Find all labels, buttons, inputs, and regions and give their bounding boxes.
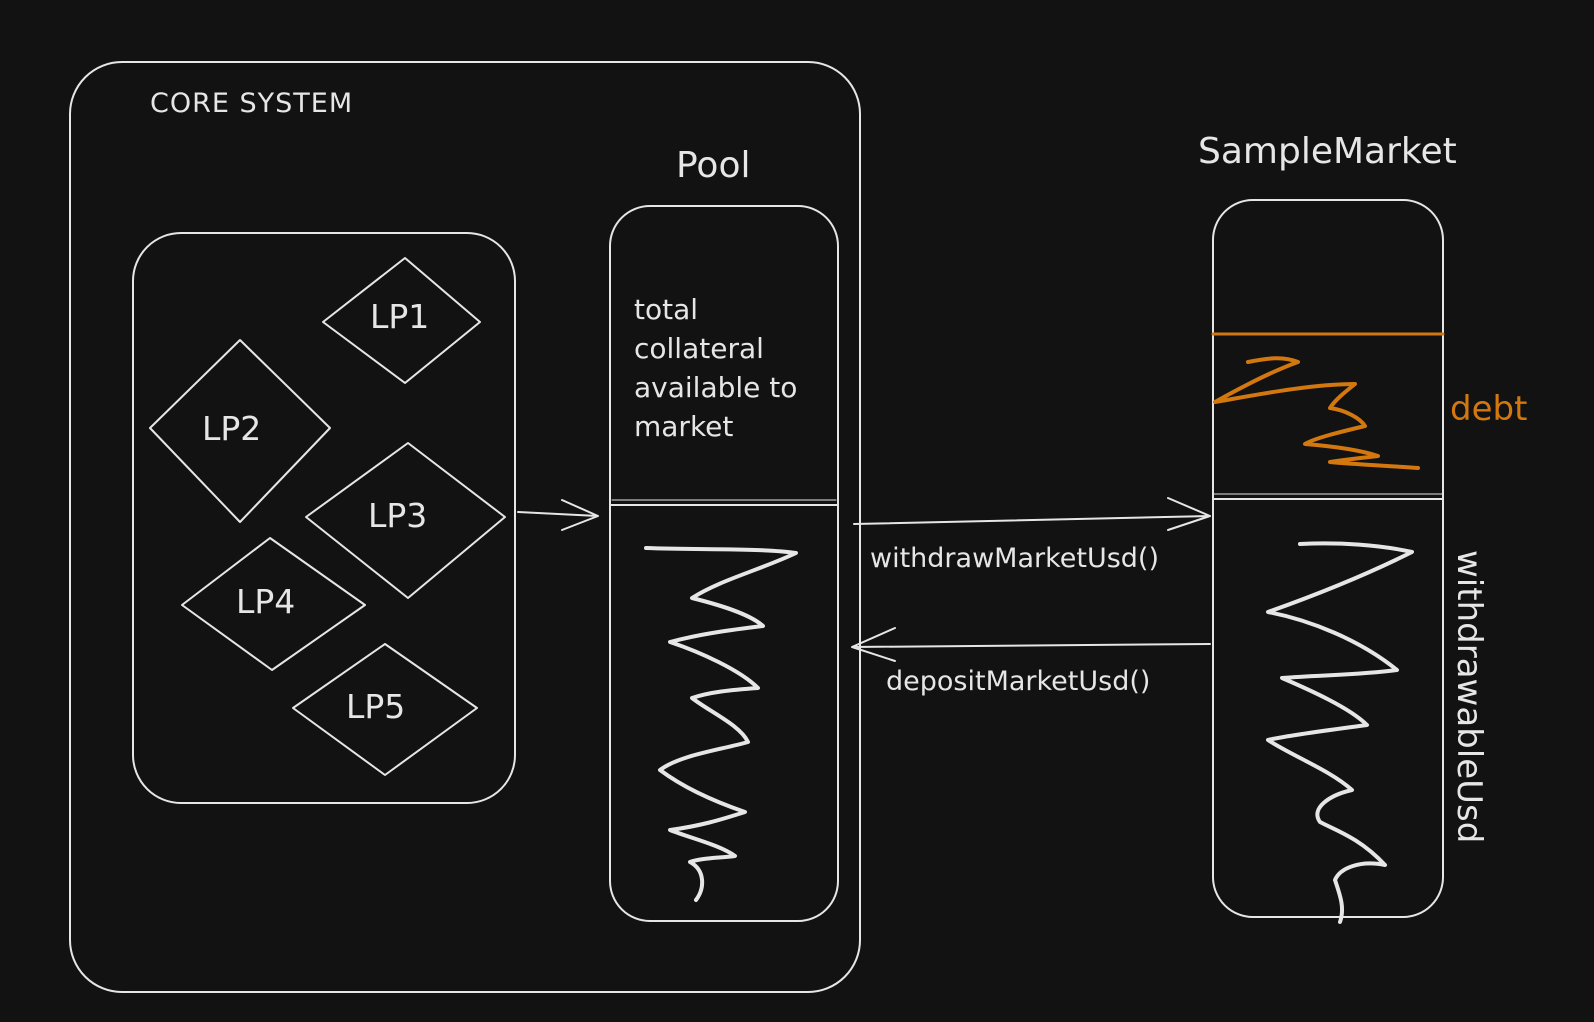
lp2-diamond <box>149 339 331 523</box>
lp-group-box <box>132 232 516 804</box>
market-box <box>1212 199 1444 918</box>
deposit-function-label: depositMarketUsd() <box>886 666 1151 697</box>
deposit-arrow <box>851 627 1211 662</box>
market-fill-scribble <box>1266 541 1414 924</box>
pool-box <box>609 205 839 922</box>
lp1-diamond <box>322 257 481 384</box>
lp4-label: LP4 <box>236 582 296 621</box>
lp3-diamond <box>305 442 506 599</box>
lp-to-pool-arrow <box>517 499 599 531</box>
withdraw-arrow <box>853 497 1211 531</box>
withdraw-function-label: withdrawMarketUsd() <box>870 543 1159 574</box>
pool-description: total collateral available to market <box>634 293 798 443</box>
core-system-title: CORE SYSTEM <box>150 88 354 119</box>
pool-title: Pool <box>676 145 751 186</box>
lp3-label: LP3 <box>368 496 428 535</box>
lp2-label: LP2 <box>202 409 262 448</box>
core-system-box <box>69 61 861 993</box>
withdrawable-label: withdrawableUsd <box>1449 550 1489 844</box>
lp4-diamond <box>181 537 366 671</box>
lp5-label: LP5 <box>346 687 406 726</box>
lp5-diamond <box>292 643 478 776</box>
market-title: SampleMarket <box>1198 131 1457 172</box>
pool-fill-scribble <box>644 546 798 902</box>
debt-scribble <box>1213 356 1420 470</box>
debt-label: debt <box>1450 389 1528 429</box>
lp1-label: LP1 <box>370 297 430 336</box>
